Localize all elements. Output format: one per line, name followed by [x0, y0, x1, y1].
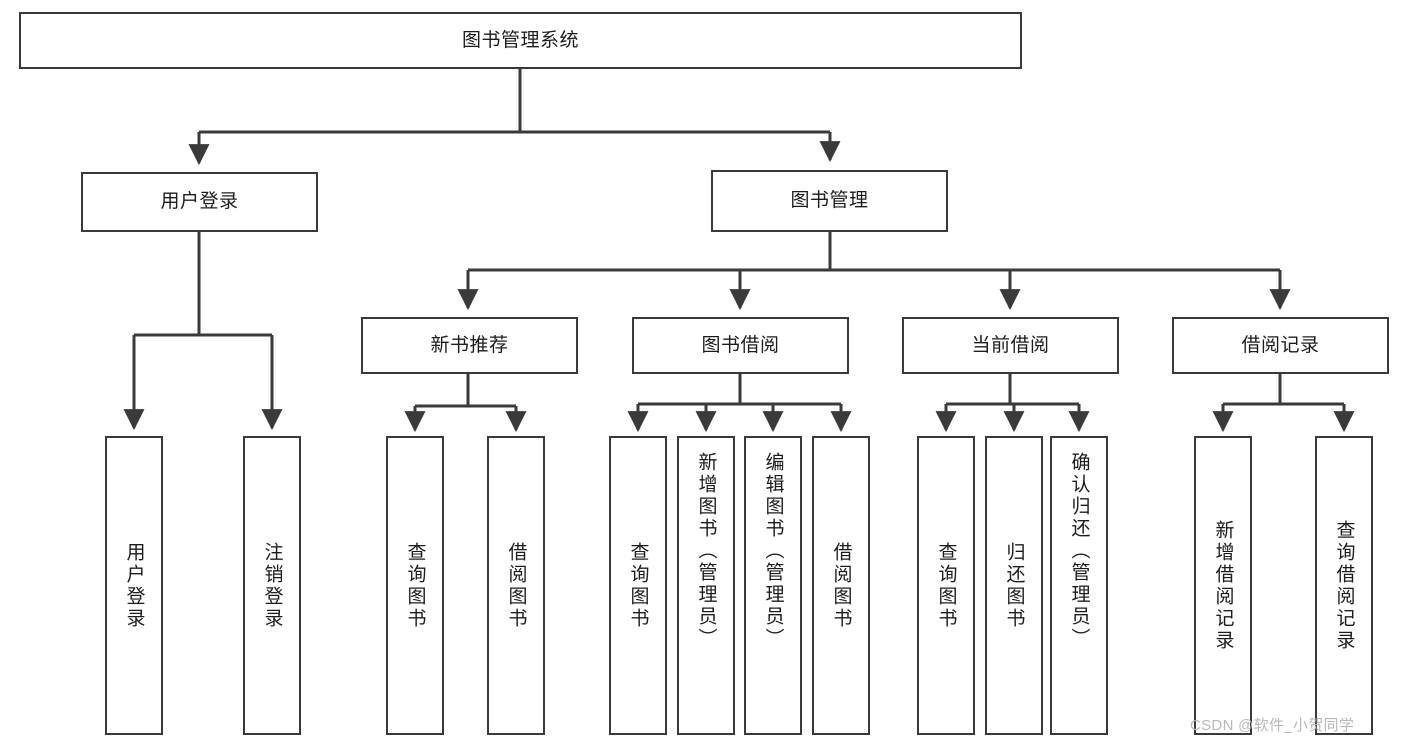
- node-label: 当前借阅: [971, 334, 1050, 356]
- leaf-user-login[interactable]: 用户登录: [105, 436, 163, 735]
- leaf-borrow-book[interactable]: 借阅图书: [812, 436, 870, 735]
- leaf-return-book[interactable]: 归还图书: [985, 436, 1043, 735]
- node-root-system[interactable]: 图书管理系统: [19, 12, 1022, 69]
- node-label: 图书借阅: [701, 334, 780, 356]
- node-label: 新书推荐: [430, 334, 509, 356]
- leaf-edit-book-admin[interactable]: 编辑图书（管理员）: [744, 436, 802, 735]
- watermark-text: CSDN @软件_小贺同学: [1190, 717, 1355, 734]
- leaf-query-book-current[interactable]: 查询图书: [917, 436, 975, 735]
- leaf-label: 确认归还（管理员）: [1068, 452, 1090, 650]
- node-borrow-record[interactable]: 借阅记录: [1172, 317, 1389, 374]
- leaf-label: 新增借阅记录: [1212, 519, 1234, 652]
- leaf-label: 用户登录: [123, 541, 145, 630]
- leaf-confirm-return-admin[interactable]: 确认归还（管理员）: [1050, 436, 1108, 735]
- leaf-label: 新增图书（管理员）: [695, 452, 717, 650]
- node-label: 图书管理: [790, 190, 869, 212]
- node-label: 用户登录: [160, 191, 239, 213]
- node-current-borrow[interactable]: 当前借阅: [902, 317, 1119, 374]
- leaf-label: 查询图书: [935, 541, 957, 630]
- leaf-label: 注销登录: [261, 541, 283, 630]
- leaf-label: 编辑图书（管理员）: [762, 452, 784, 650]
- leaf-label: 查询图书: [404, 541, 426, 630]
- node-user-login[interactable]: 用户登录: [81, 172, 318, 232]
- node-new-book-recommend[interactable]: 新书推荐: [361, 317, 578, 374]
- node-label: 借阅记录: [1241, 334, 1320, 356]
- node-label: 图书管理系统: [461, 29, 579, 51]
- leaf-query-borrow-record[interactable]: 查询借阅记录: [1315, 436, 1373, 735]
- leaf-add-book-admin[interactable]: 新增图书（管理员）: [677, 436, 735, 735]
- leaf-label: 借阅图书: [830, 541, 852, 630]
- leaf-label: 查询借阅记录: [1333, 519, 1355, 652]
- leaf-add-borrow-record[interactable]: 新增借阅记录: [1194, 436, 1252, 735]
- node-book-borrow[interactable]: 图书借阅: [632, 317, 849, 374]
- leaf-logout[interactable]: 注销登录: [243, 436, 301, 735]
- leaf-query-book-new[interactable]: 查询图书: [386, 436, 444, 735]
- leaf-query-book[interactable]: 查询图书: [609, 436, 667, 735]
- leaf-label: 归还图书: [1003, 541, 1025, 630]
- leaf-label: 借阅图书: [505, 541, 527, 630]
- node-book-management[interactable]: 图书管理: [711, 170, 948, 232]
- leaf-borrow-book-new[interactable]: 借阅图书: [487, 436, 545, 735]
- leaf-label: 查询图书: [627, 541, 649, 630]
